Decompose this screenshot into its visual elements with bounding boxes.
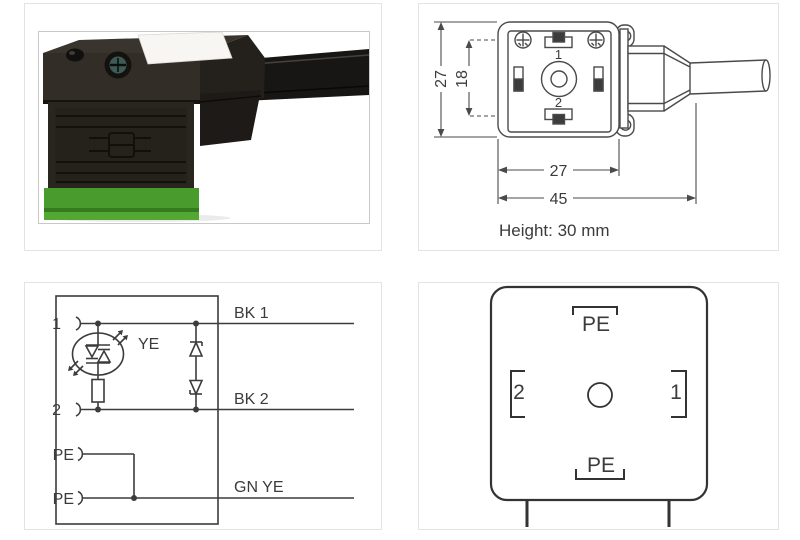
screw-icon bbox=[104, 51, 132, 79]
dim-outer-height bbox=[434, 21, 497, 138]
connector-photo bbox=[43, 32, 369, 222]
dim-arrowheads bbox=[437, 22, 696, 202]
pe-bottom-bracket bbox=[575, 469, 625, 480]
cable-gland bbox=[619, 28, 691, 129]
pin1-position-label: 1 bbox=[670, 381, 682, 404]
wiring-diagram: 1 2 PE PE YE BK 1 BK 2 GN YE bbox=[52, 295, 354, 525]
pe-top-label: PE bbox=[582, 313, 610, 336]
green-gasket bbox=[44, 188, 199, 220]
wire-gnye-label: GN YE bbox=[234, 479, 284, 496]
resistor-symbol bbox=[91, 375, 105, 410]
pe-bottom-label: PE bbox=[587, 454, 615, 477]
center-bore bbox=[540, 60, 578, 98]
led-arrowheads bbox=[68, 330, 128, 376]
pin1-bracket bbox=[671, 370, 687, 418]
height-note: Height: 30 mm bbox=[499, 221, 610, 240]
pin2-bracket bbox=[510, 370, 525, 418]
suppressor-diodes bbox=[188, 323, 204, 410]
pin1-contact bbox=[544, 31, 573, 49]
dim-total-width-label: 45 bbox=[550, 191, 568, 208]
pin2-label: 2 bbox=[52, 402, 61, 419]
housing-cap bbox=[43, 53, 200, 104]
pin1-socket-icon bbox=[75, 316, 82, 331]
body-grooves bbox=[56, 115, 186, 183]
pin2-position-label: 2 bbox=[513, 381, 525, 404]
dim-widths bbox=[497, 103, 697, 204]
side-contact-left bbox=[513, 66, 524, 92]
pin2-contact bbox=[544, 108, 573, 125]
dimension-drawing: 27 18 27 45 1 2 Height: 30 mm bbox=[433, 21, 771, 240]
photo-frame bbox=[38, 31, 370, 224]
pe2-label: PE bbox=[53, 491, 74, 508]
dome-bump bbox=[66, 48, 84, 62]
wire-bk1-label: BK 1 bbox=[234, 305, 269, 322]
junction-dots bbox=[95, 320, 199, 501]
pe-top-bracket bbox=[572, 306, 618, 315]
cable-drawing bbox=[689, 59, 771, 95]
pin-assignment-drawing: PE PE 2 1 bbox=[489, 285, 709, 527]
pin-brackets bbox=[510, 306, 687, 480]
dimension-drawing-panel: 27 18 27 45 1 2 Height: 30 mm bbox=[418, 3, 779, 251]
brand-emboss-icon bbox=[89, 132, 151, 158]
product-photo-panel bbox=[24, 3, 382, 251]
led-symbol bbox=[70, 323, 126, 376]
pin2-number: 2 bbox=[555, 95, 562, 110]
pe1-label: PE bbox=[53, 447, 74, 464]
dim-body-width-label: 27 bbox=[550, 163, 568, 180]
label-sticker bbox=[137, 32, 233, 65]
earth-terminal-icon-left bbox=[514, 31, 532, 49]
dim-outer-height-label: 27 bbox=[433, 70, 450, 88]
led-color-label: YE bbox=[138, 336, 159, 353]
connector-face-outline bbox=[489, 285, 709, 502]
pin1-number: 1 bbox=[555, 47, 562, 62]
pin1-label: 1 bbox=[52, 316, 61, 333]
pin-assignment-panel: PE PE 2 1 bbox=[418, 282, 779, 530]
pin2-socket-icon bbox=[75, 402, 82, 417]
pe2-socket-icon bbox=[77, 490, 84, 506]
side-contact-right bbox=[593, 66, 604, 92]
housing-body bbox=[48, 102, 194, 188]
wiring-diagram-panel: 1 2 PE PE YE BK 1 BK 2 GN YE bbox=[24, 282, 382, 530]
wire-bk2-label: BK 2 bbox=[234, 391, 269, 408]
dim-pin-spacing-label: 18 bbox=[454, 70, 471, 88]
earth-terminal-icon-right bbox=[587, 31, 605, 49]
center-hole bbox=[587, 382, 613, 408]
pe1-socket-icon bbox=[77, 446, 84, 462]
